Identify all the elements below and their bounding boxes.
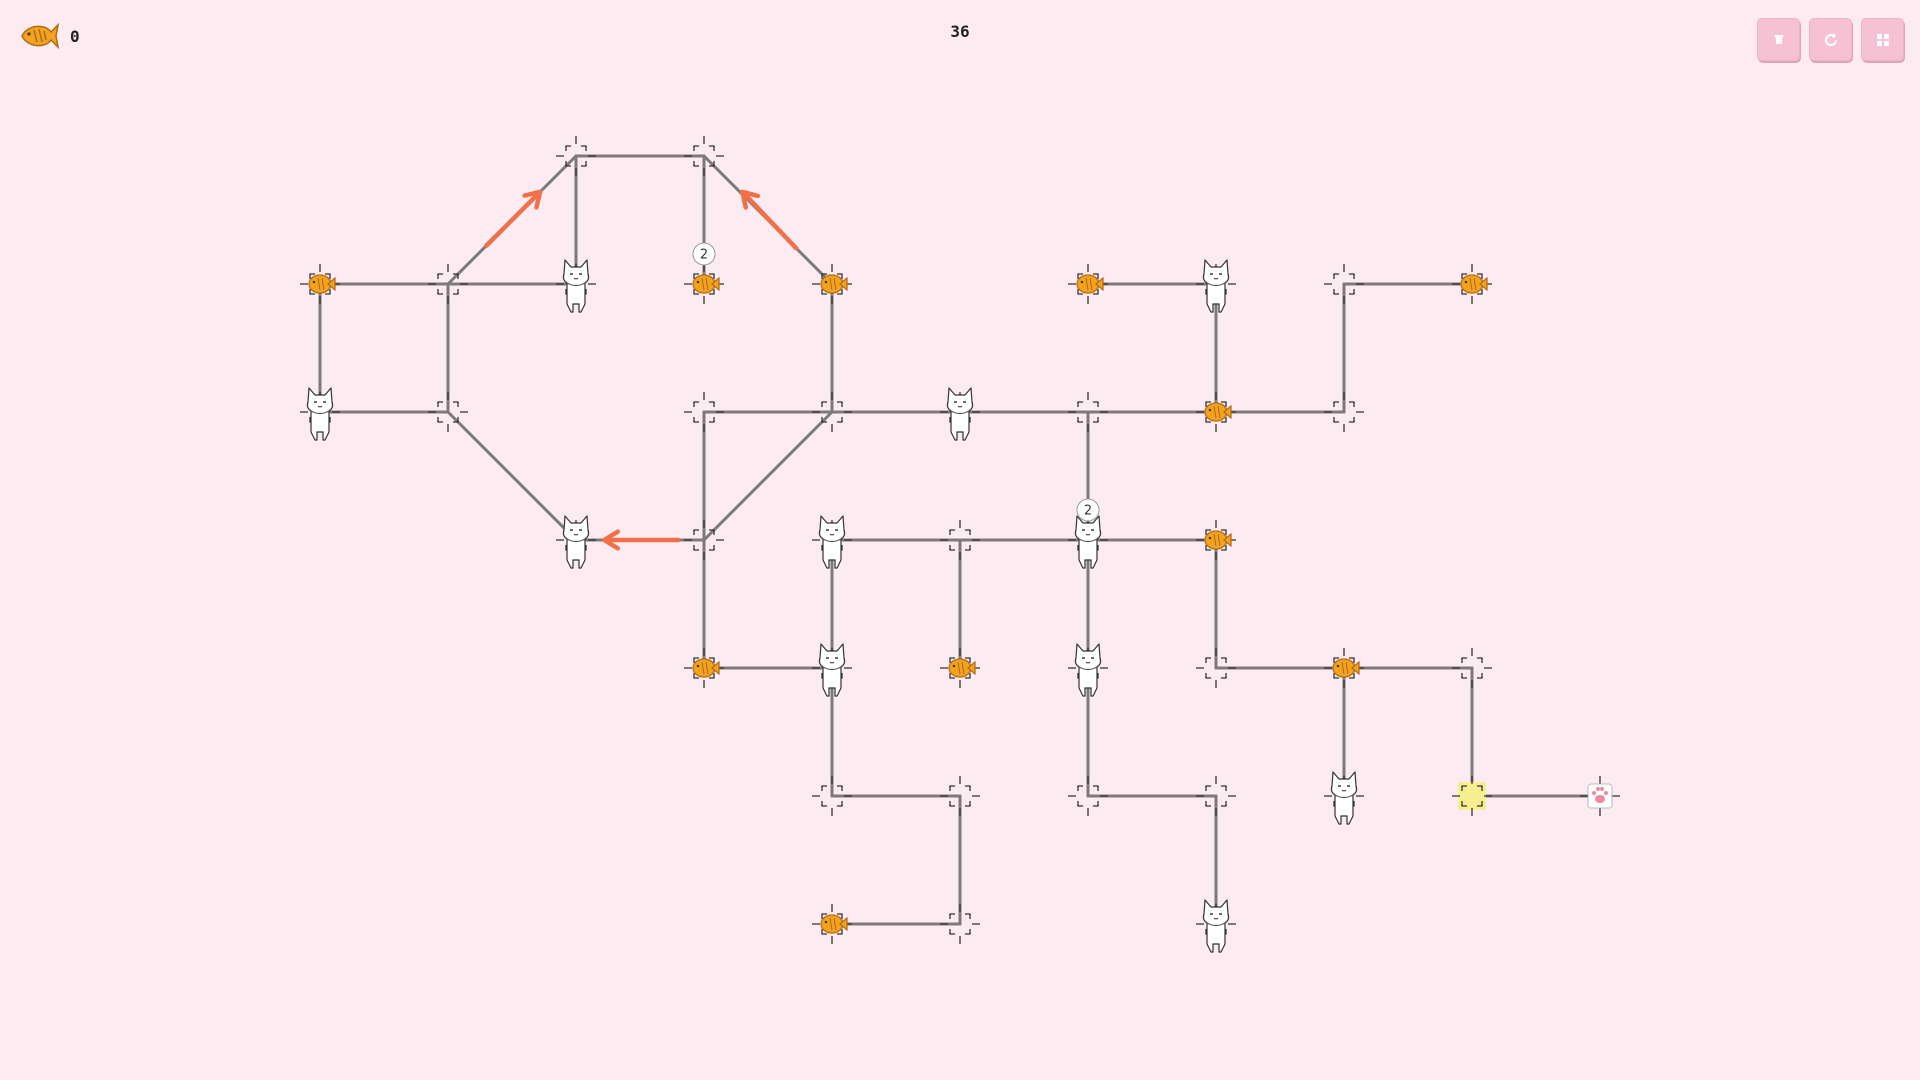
- cat-icon: [306, 387, 334, 441]
- empty-node[interactable]: [428, 392, 468, 432]
- fish-icon: [1460, 274, 1488, 294]
- direction-arrow: [601, 529, 681, 551]
- cat-node[interactable]: [1068, 643, 1108, 697]
- empty-node[interactable]: [684, 392, 724, 432]
- cat-node[interactable]: [556, 259, 596, 313]
- direction-arrow: [740, 189, 799, 251]
- empty-node[interactable]: [812, 392, 852, 432]
- fish-counter: 0: [20, 22, 80, 50]
- count-badge: 2: [692, 242, 716, 266]
- fish-node[interactable]: [940, 648, 980, 688]
- current-node[interactable]: [1452, 776, 1492, 816]
- menu-button[interactable]: [1861, 18, 1904, 61]
- fish-icon: [948, 658, 976, 678]
- restart-button[interactable]: [1809, 18, 1852, 61]
- fish-node[interactable]: [1196, 520, 1236, 560]
- goal-node[interactable]: [1580, 776, 1620, 816]
- undo-icon: [1773, 34, 1784, 44]
- fish-icon: [1204, 402, 1232, 422]
- toolbar: [1757, 18, 1904, 61]
- move-counter: 36: [950, 22, 970, 41]
- cat-node[interactable]: 2: [1068, 498, 1108, 569]
- fish-node[interactable]: [1324, 648, 1364, 688]
- cat-icon: [1330, 771, 1358, 825]
- cat-node[interactable]: [1196, 259, 1236, 313]
- empty-node[interactable]: [940, 520, 980, 560]
- cat-node[interactable]: [940, 387, 980, 441]
- empty-node[interactable]: [1452, 648, 1492, 688]
- empty-node[interactable]: [812, 776, 852, 816]
- empty-node[interactable]: [1068, 776, 1108, 816]
- empty-node[interactable]: [940, 776, 980, 816]
- cat-node[interactable]: [1196, 899, 1236, 953]
- empty-node[interactable]: [684, 520, 724, 560]
- cat-icon: [562, 515, 590, 569]
- restart-icon: [1824, 32, 1837, 46]
- fish-node[interactable]: [812, 264, 852, 304]
- cat-icon: [946, 387, 974, 441]
- cat-node[interactable]: [812, 643, 852, 697]
- empty-node[interactable]: [428, 264, 468, 304]
- cat-icon: [562, 259, 590, 313]
- fish-node[interactable]: [1196, 392, 1236, 432]
- cat-node[interactable]: [556, 515, 596, 569]
- fish-icon: [21, 22, 60, 50]
- empty-node[interactable]: [1324, 392, 1364, 432]
- empty-node[interactable]: [940, 904, 980, 944]
- fish-icon: [308, 274, 336, 294]
- cat-icon: [1074, 643, 1102, 697]
- cat-icon: [818, 515, 846, 569]
- empty-node[interactable]: [1196, 648, 1236, 688]
- fish-icon: [692, 658, 720, 678]
- count-badge: 2: [1076, 498, 1100, 522]
- menu-icon: [1876, 33, 1889, 46]
- empty-node[interactable]: [1196, 776, 1236, 816]
- fish-node[interactable]: [1068, 264, 1108, 304]
- cat-node[interactable]: [1324, 771, 1364, 825]
- fish-icon: [692, 274, 720, 294]
- cat-icon: [1074, 515, 1102, 569]
- fish-icon: [820, 274, 848, 294]
- count-badge-label: 2: [1084, 504, 1092, 519]
- cat-icon: [1202, 899, 1230, 953]
- paw-icon: [1587, 783, 1613, 809]
- count-badge-label: 2: [700, 248, 708, 263]
- fish-node[interactable]: 2: [684, 242, 724, 304]
- empty-node[interactable]: [1068, 392, 1108, 432]
- direction-arrow: [484, 189, 543, 248]
- fish-icon: [1332, 658, 1360, 678]
- cat-node[interactable]: [300, 387, 340, 441]
- fish-icon: [1076, 274, 1104, 294]
- undo-button[interactable]: [1757, 18, 1800, 61]
- empty-node[interactable]: [684, 136, 724, 176]
- cat-icon: [818, 643, 846, 697]
- track-segment: [702, 410, 834, 542]
- fish-node[interactable]: [684, 648, 724, 688]
- cat-node[interactable]: [812, 515, 852, 569]
- track-segment: [446, 410, 578, 542]
- cat-icon: [1202, 259, 1230, 313]
- empty-node[interactable]: [1324, 264, 1364, 304]
- empty-node[interactable]: [556, 136, 596, 176]
- fish-node[interactable]: [1452, 264, 1492, 304]
- fish-node[interactable]: [300, 264, 340, 304]
- fish-count: 0: [70, 26, 80, 46]
- fish-icon: [1204, 530, 1232, 550]
- fish-node[interactable]: [812, 904, 852, 944]
- fish-icon: [820, 914, 848, 934]
